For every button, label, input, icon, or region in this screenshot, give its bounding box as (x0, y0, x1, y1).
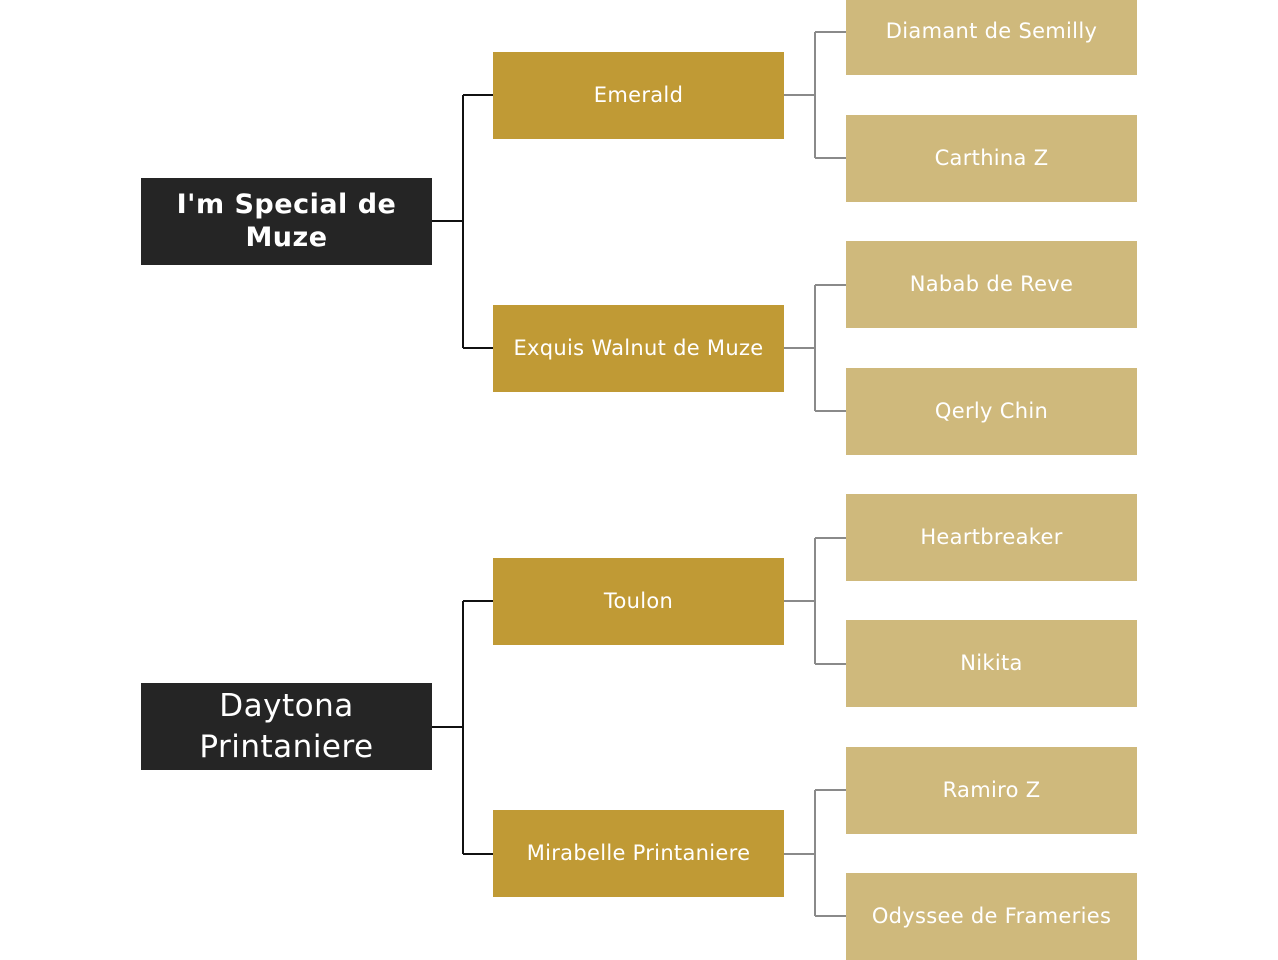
parent-connectors (784, 31, 846, 917)
root-connector-2 (432, 600, 493, 855)
grandparent-node-7-label: Ramiro Z (942, 777, 1041, 802)
grandparent-node-6-label: Nikita (960, 650, 1023, 675)
root-node-2: Daytona Printaniere (141, 683, 432, 770)
root-connector-1 (432, 94, 493, 349)
parent-node-1-label: Emerald (593, 82, 684, 107)
grandparent-node-5: Heartbreaker (846, 494, 1137, 581)
root-node-1: I'm Special de Muze (141, 178, 432, 265)
grandparent-node-1: Diamant de Semilly (846, 0, 1137, 75)
grandparent-node-1-label: Diamant de Semilly (885, 18, 1098, 43)
grandparent-node-3-label: Nabab de Reve (909, 271, 1074, 296)
root-node-2-label: Daytona Printaniere (199, 688, 374, 765)
parent-node-3-label: Toulon (603, 588, 674, 613)
parent-node-4: Mirabelle Printaniere (493, 810, 784, 897)
grandparent-node-8-label: Odyssee de Frameries (871, 903, 1112, 928)
root-node-1-label: I'm Special de Muze (176, 189, 397, 253)
grandparent-node-7: Ramiro Z (846, 747, 1137, 834)
parent-node-3: Toulon (493, 558, 784, 645)
parent-node-2-label: Exquis Walnut de Muze (513, 335, 764, 360)
grandparent-node-6: Nikita (846, 620, 1137, 707)
parent-node-2: Exquis Walnut de Muze (493, 305, 784, 392)
grandparent-node-8: Odyssee de Frameries (846, 873, 1137, 960)
grandparent-node-2: Carthina Z (846, 115, 1137, 202)
grandparent-node-4: Qerly Chin (846, 368, 1137, 455)
parent-node-4-label: Mirabelle Printaniere (526, 840, 751, 865)
parent-node-1: Emerald (493, 52, 784, 139)
grandparent-node-5-label: Heartbreaker (920, 524, 1063, 549)
grandparent-node-3: Nabab de Reve (846, 241, 1137, 328)
grandparent-node-4-label: Qerly Chin (934, 398, 1049, 423)
grandparent-node-2-label: Carthina Z (934, 145, 1049, 170)
